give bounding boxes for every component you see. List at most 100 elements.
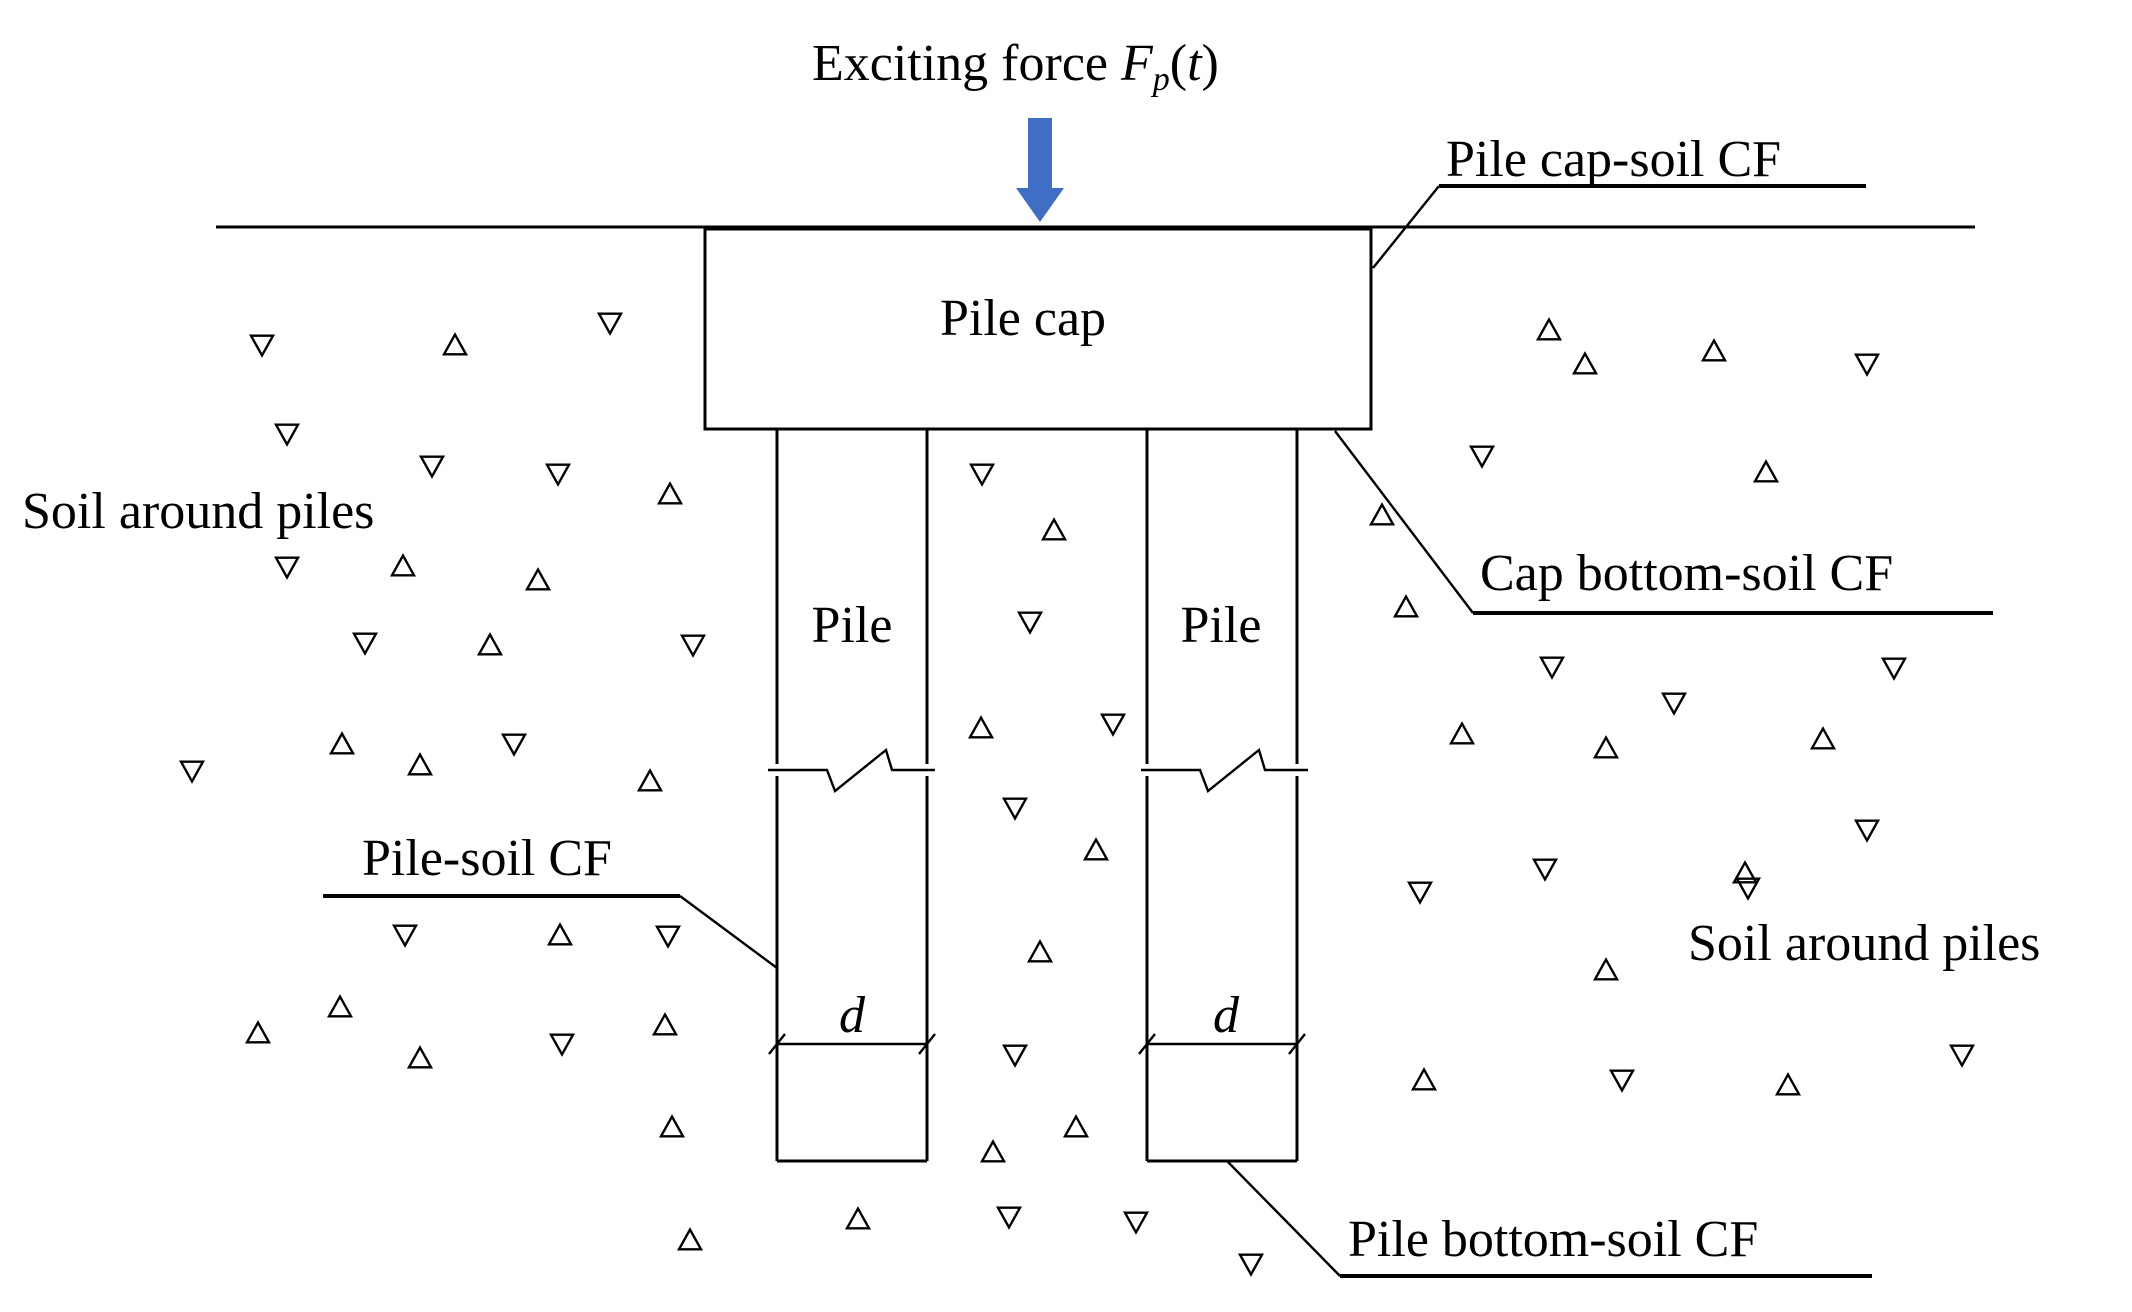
soil-symbol-up-triangle [1700,338,1728,362]
soil-symbol-down-triangle [995,1206,1023,1230]
soil-symbol-up-triangle [1592,957,1620,981]
exciting-force-arrow [1016,118,1064,222]
soil-symbol-down-triangle [1853,819,1881,843]
soil-symbol-down-triangle [596,312,624,336]
soil-symbol-up-triangle [1592,735,1620,759]
left-pile [768,429,935,1163]
soil-symbol-down-triangle [1880,657,1908,681]
soil-symbol-down-triangle [178,760,206,784]
soil-symbol-up-triangle [979,1139,1007,1163]
pile-cap-soil-cf-label: Pile cap-soil CF [1446,131,1781,188]
right-pile [1141,429,1308,1163]
force-paren-open: ( [1170,35,1187,92]
force-subscript: p [1151,61,1170,98]
callout-pile-soil: Pile-soil CF [323,830,778,969]
soil-symbol-up-triangle [1809,726,1837,750]
soil-symbol-up-triangle [676,1227,704,1251]
left-diameter-label: d [839,987,866,1044]
soil-symbol-down-triangle [500,733,528,757]
right-diameter-label: d [1213,987,1240,1044]
soil-right-label: Soil around piles [1688,915,2040,972]
cap-bottom-soil-cf-leader [1334,430,1474,614]
soil-symbol-down-triangle [1001,797,1029,821]
soil-left-label: Soil around piles [22,483,374,540]
pile-soil-cf-leader [679,895,778,969]
right-diameter-tick-a [1138,1033,1156,1055]
right-pile-label: Pile [1181,597,1262,654]
soil-symbol-up-triangle [1752,459,1780,483]
pile-soil-cf-label: Pile-soil CF [362,830,612,887]
soil-symbol-down-triangle [273,423,301,447]
pile-bottom-soil-cf-leader [1226,1160,1341,1277]
left-diameter-tick-a [768,1033,786,1055]
callout-pile-bottom-soil: Pile bottom-soil CF [1226,1160,1872,1278]
soil-symbol-down-triangle [1734,877,1762,901]
exciting-force-title: Exciting force Fp(t) [812,35,1219,98]
soil-symbol-down-triangle [1406,881,1434,905]
right-pile-break-symbol [1141,747,1308,793]
soil-symbol-up-triangle [1410,1067,1438,1091]
soil-symbol-up-triangle [406,1045,434,1069]
soil-symbol-up-triangle [1731,860,1759,884]
right-diameter-dimension [1138,1033,1306,1055]
soil-symbol-down-triangle [1948,1044,1976,1068]
soil-symbol-down-triangle [1001,1044,1029,1068]
soil-symbol-down-triangle [418,455,446,479]
soil-symbols [178,312,1976,1277]
soil-symbol-down-triangle [544,463,572,487]
soil-symbol-down-triangle [351,632,379,656]
soil-symbol-up-triangle [546,922,574,946]
soil-symbol-down-triangle [1468,445,1496,469]
soil-symbol-up-triangle [244,1020,272,1044]
pile-cap-block [703,227,1373,431]
soil-symbol-down-triangle [679,634,707,658]
soil-symbol-up-triangle [1774,1072,1802,1096]
pile-cap-label: Pile cap [940,290,1106,347]
left-pile-label: Pile [812,597,893,654]
soil-symbol-down-triangle [654,925,682,949]
soil-symbol-up-triangle [651,1012,679,1036]
right-diameter-tick-b [1288,1033,1306,1055]
pile-bottom-soil-cf-label: Pile bottom-soil CF [1348,1211,1758,1268]
callout-pile-cap-soil: Pile cap-soil CF [1372,131,1866,269]
cap-bottom-soil-cf-label: Cap bottom-soil CF [1480,545,1893,602]
soil-symbol-down-triangle [968,463,996,487]
left-diameter-tick-b [918,1033,936,1055]
soil-symbol-down-triangle [1099,713,1127,737]
left-diameter-dimension [768,1033,936,1055]
soil-symbol-up-triangle [656,481,684,505]
left-pile-break-symbol [768,747,935,793]
soil-symbol-up-triangle [658,1114,686,1138]
force-symbol: F [1120,35,1154,92]
soil-symbol-up-triangle [476,632,504,656]
soil-symbol-down-triangle [1237,1253,1265,1277]
soil-symbol-up-triangle [844,1206,872,1230]
arrow-shaft [1028,118,1052,190]
callout-cap-bottom-soil: Cap bottom-soil CF [1334,430,1993,615]
soil-symbol-up-triangle [1026,939,1054,963]
soil-symbol-up-triangle [1535,317,1563,341]
arrow-head [1016,188,1064,222]
soil-symbol-down-triangle [391,924,419,948]
soil-symbol-up-triangle [389,553,417,577]
soil-symbol-up-triangle [406,752,434,776]
soil-symbol-down-triangle [1608,1069,1636,1093]
soil-symbol-up-triangle [441,332,469,356]
title-prefix: Exciting force [812,35,1121,92]
soil-symbol-up-triangle [1040,517,1068,541]
force-paren-close: ) [1202,35,1219,92]
soil-symbol-down-triangle [1853,353,1881,377]
pile-cap-soil-cf-leader [1372,185,1440,269]
soil-symbol-down-triangle [1660,692,1688,716]
soil-symbol-down-triangle [1016,611,1044,635]
soil-symbol-up-triangle [1571,351,1599,375]
soil-symbol-down-triangle [1538,656,1566,680]
soil-symbol-down-triangle [548,1033,576,1057]
soil-symbol-up-triangle [328,731,356,755]
soil-symbol-up-triangle [326,994,354,1018]
soil-symbol-up-triangle [967,715,995,739]
soil-symbol-up-triangle [636,768,664,792]
soil-symbol-down-triangle [273,556,301,580]
